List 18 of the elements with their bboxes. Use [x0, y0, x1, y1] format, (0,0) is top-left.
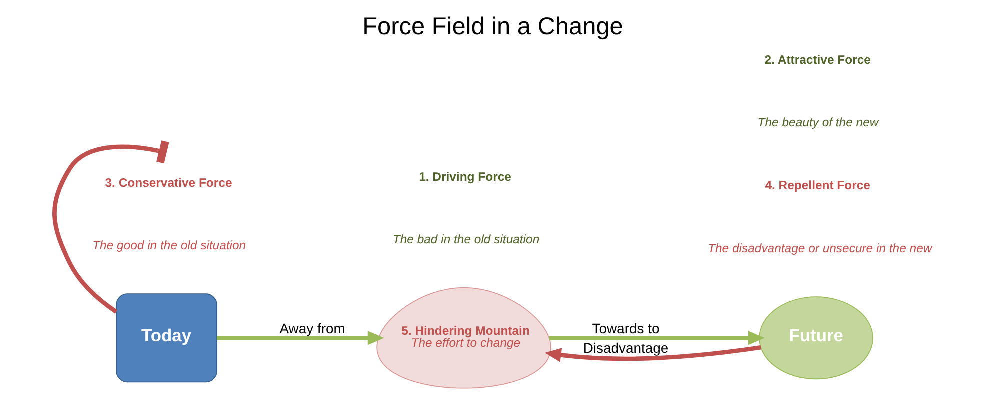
- edge-label: Away from: [280, 320, 346, 337]
- diagram-title: Force Field in a Change: [362, 14, 624, 41]
- arrow: [549, 330, 765, 346]
- label: 1. Driving Force: [419, 170, 512, 184]
- arrow: [217, 330, 384, 346]
- label: 3. Conservative Force: [105, 176, 232, 190]
- label: 2. Attractive Force: [764, 52, 871, 67]
- label: The disadvantage or unsecure in the new: [708, 241, 932, 256]
- edge-label: Towards to: [592, 320, 660, 337]
- node-box: Today: [116, 294, 218, 383]
- label: The good in the old situation: [92, 238, 246, 253]
- connector: [52, 140, 170, 314]
- label: The beauty of the new: [758, 116, 879, 130]
- node-ellipse: Future: [759, 296, 874, 380]
- edge-label: Disadvantage: [583, 340, 669, 356]
- label: The bad in the old situation: [392, 232, 540, 247]
- label: 4. Repellent Force: [765, 178, 870, 192]
- arrow: [544, 345, 762, 362]
